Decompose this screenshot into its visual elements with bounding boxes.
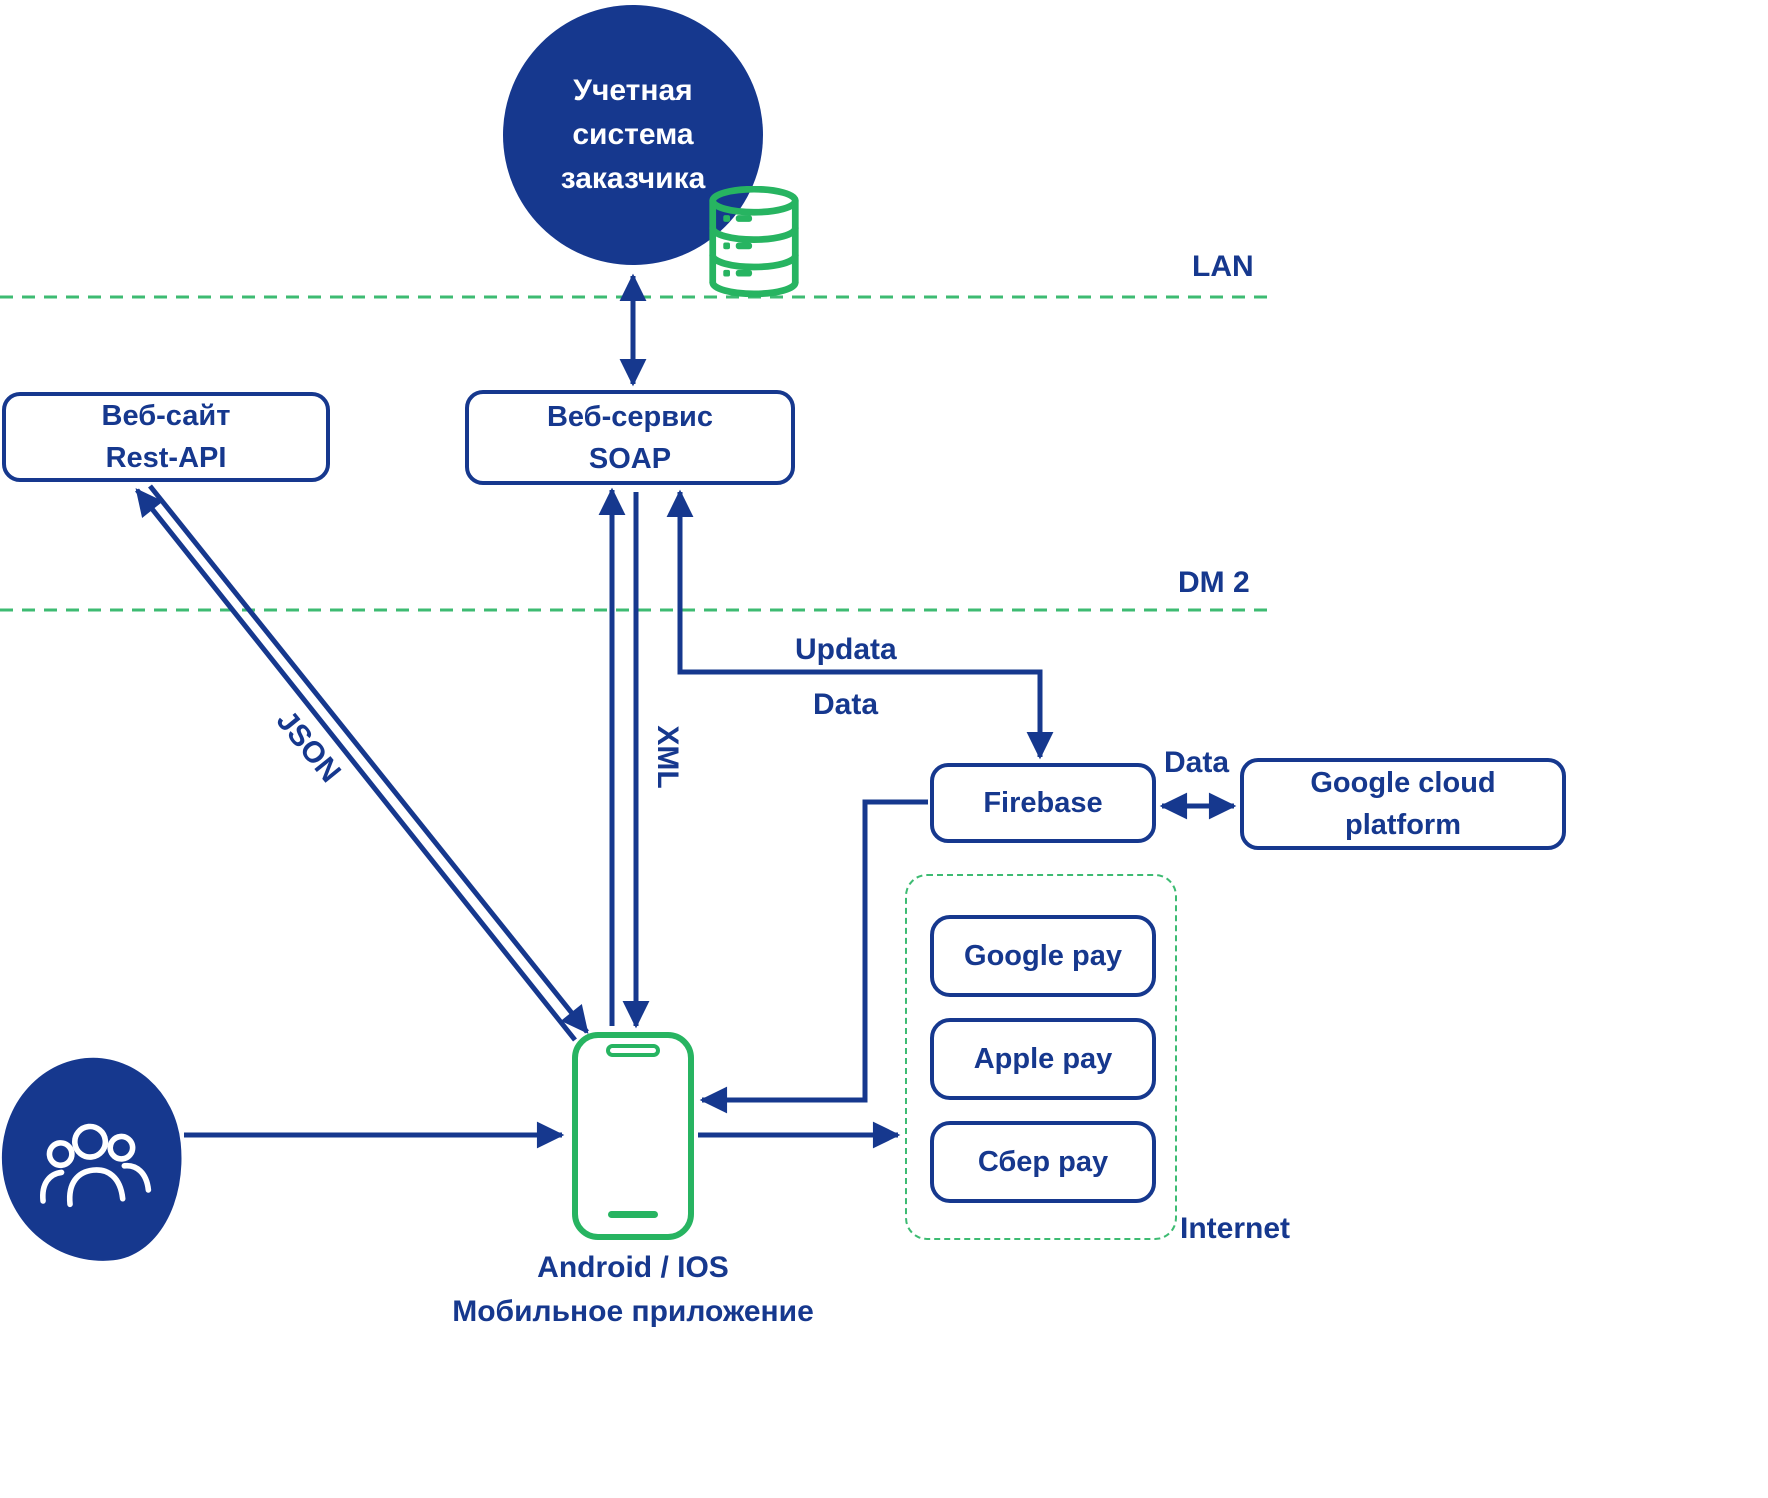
label-line: Google pay: [964, 939, 1122, 972]
label-line: Учетная: [573, 74, 693, 107]
internet-zone-label: Internet: [1180, 1212, 1291, 1245]
phone-home-bar: [608, 1211, 658, 1218]
webservice-soap-node: Веб-сервис SOAP: [465, 390, 795, 485]
xml-protocol-label: XML: [651, 725, 684, 789]
arrow-firebase-to-mobile: [699, 799, 928, 1114]
label-line: Сбер pay: [977, 1145, 1109, 1178]
mobile-app-label: Android / IOS Мобильное приложение: [383, 1246, 883, 1334]
label-line: Мобильное приложение: [452, 1295, 814, 1328]
website-restapi-node: Веб-сайт Rest-API: [2, 392, 330, 482]
label-line: Android / IOS: [537, 1251, 729, 1284]
sber-pay-node: Сбер pay: [930, 1121, 1156, 1203]
phone-notch: [606, 1044, 660, 1057]
label-line: Apple pay: [973, 1042, 1113, 1075]
users-icon: [40, 1123, 152, 1208]
users-node: [0, 1049, 193, 1271]
label-line: заказчика: [560, 162, 706, 195]
updata-label: Updata: [795, 633, 897, 666]
google-cloud-node: Google cloud platform: [1240, 758, 1566, 850]
apple-pay-node: Apple pay: [930, 1018, 1156, 1100]
arrow-website-to-mobile-json: [148, 484, 589, 1034]
arrow-mobile-to-website-json: [135, 488, 577, 1042]
google-pay-node: Google pay: [930, 915, 1156, 997]
smartphone-icon: [572, 1032, 694, 1240]
label-line: Веб-сервис: [546, 400, 713, 433]
label-line: система: [572, 118, 694, 151]
arrow-soap-firebase-update: [666, 489, 1054, 760]
firebase-data-label: Data: [1164, 746, 1230, 779]
updata-data-label: Data: [813, 688, 879, 721]
internet-payments-group: Google pay Apple pay Сбер pay: [905, 874, 1177, 1240]
accounting-system-node: Учетная система заказчика: [503, 5, 763, 265]
label-line: Google cloud: [1310, 767, 1496, 799]
label-line: Rest-API: [105, 442, 227, 474]
label-line: Веб-сайт: [101, 400, 231, 432]
accounting-system-label: Учетная система заказчика: [561, 69, 706, 201]
firebase-node: Firebase: [930, 763, 1156, 843]
label-line: SOAP: [588, 442, 672, 475]
lan-zone-label: LAN: [1192, 250, 1254, 283]
label-line: Firebase: [983, 787, 1103, 819]
database-icon: [709, 186, 799, 298]
dm2-zone-label: DM 2: [1178, 566, 1250, 599]
label-line: platform: [1345, 809, 1461, 841]
